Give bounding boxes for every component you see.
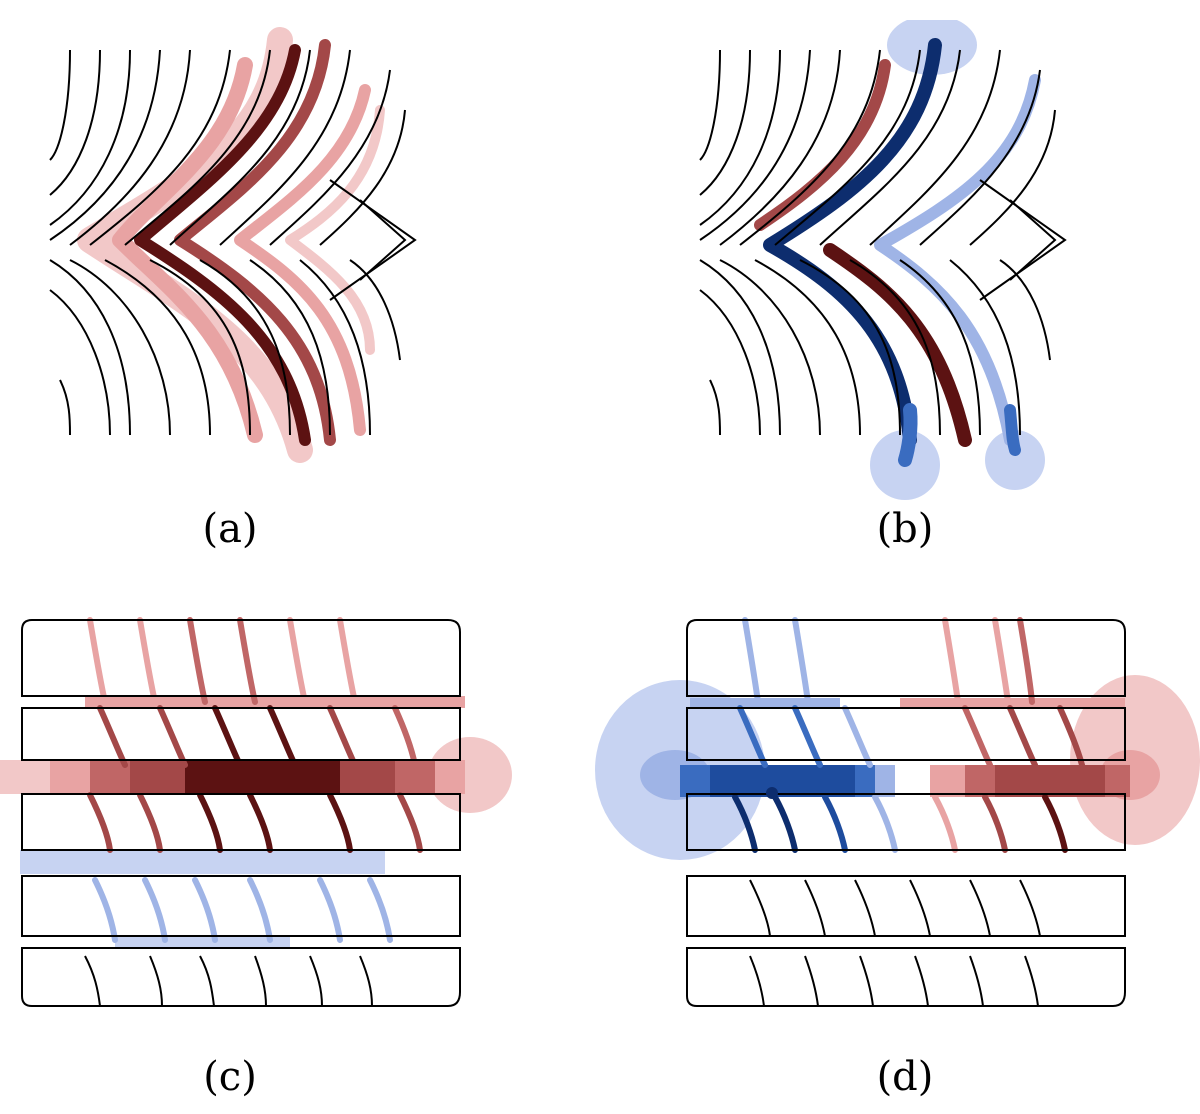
panel-d-rib-tread-blue-red xyxy=(590,610,1200,1020)
panel-c-rib-tread-red-blue xyxy=(0,610,520,1020)
panel-a-chevron-tread-red xyxy=(30,20,450,470)
panel-b-chevron-tread-red-blue xyxy=(680,20,1100,500)
caption-a: (a) xyxy=(202,506,258,552)
caption-c: (c) xyxy=(203,1054,257,1100)
caption-d: (d) xyxy=(876,1054,934,1100)
caption-b: (b) xyxy=(876,506,934,552)
